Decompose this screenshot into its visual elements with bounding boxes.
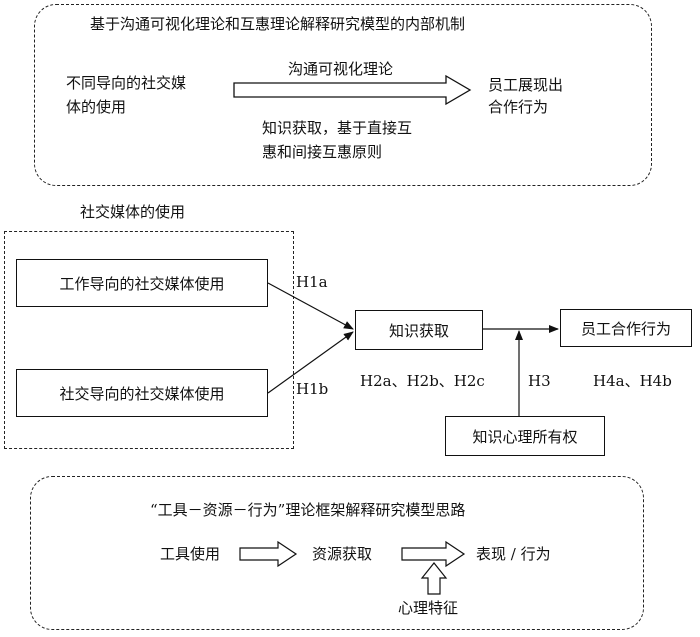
bottom-hollow-arrow-1 — [239, 540, 298, 568]
top-right-text-line1: 员工展现出 — [488, 76, 564, 94]
bottom-hollow-arrow-2 — [401, 540, 466, 568]
top-left-text-line2: 体的使用 — [66, 98, 127, 116]
arrow-work-to-knowledge — [267, 282, 354, 330]
label-h2: H2a、H2b、H2c — [360, 372, 485, 390]
box-work-oriented-use: 工作导向的社交媒体使用 — [16, 259, 268, 307]
group-frame — [4, 231, 294, 449]
bottom-resource: 资源获取 — [312, 545, 373, 563]
top-arrow-label: 沟通可视化理论 — [288, 60, 394, 78]
top-panel-frame — [34, 4, 652, 186]
top-bottom-text-line2: 惠和间接互惠原则 — [262, 143, 383, 161]
box-social-oriented-use: 社交导向的社交媒体使用 — [16, 369, 268, 417]
top-hollow-arrow — [233, 74, 472, 106]
bottom-behavior: 表现 / 行为 — [476, 545, 551, 563]
top-left-text-line1: 不同导向的社交媒 — [66, 74, 187, 92]
label-h4: H4a、H4b — [593, 372, 672, 390]
box-knowledge-acquisition: 知识获取 — [355, 310, 483, 350]
box-psychological-ownership: 知识心理所有权 — [445, 416, 605, 456]
bottom-panel-title: “工具－资源－行为”理论框架解释研究模型思路 — [150, 501, 466, 519]
bottom-panel-frame — [30, 476, 644, 630]
bottom-psych: 心理特征 — [398, 599, 459, 617]
top-bottom-text-line1: 知识获取，基于直接互 — [262, 119, 413, 137]
top-panel-title: 基于沟通可视化理论和互惠理论解释研究模型的内部机制 — [90, 15, 466, 33]
group-label: 社交媒体的使用 — [80, 203, 186, 221]
bottom-hollow-arrow-up — [420, 562, 448, 595]
label-h3: H3 — [528, 372, 551, 390]
box-employee-cooperation: 员工合作行为 — [560, 309, 692, 347]
bottom-tool-use: 工具使用 — [160, 545, 221, 563]
top-right-text-line2: 合作行为 — [488, 98, 549, 116]
label-h1a: H1a — [296, 273, 328, 291]
label-h1b: H1b — [296, 380, 329, 398]
arrow-social-to-knowledge — [267, 331, 354, 394]
